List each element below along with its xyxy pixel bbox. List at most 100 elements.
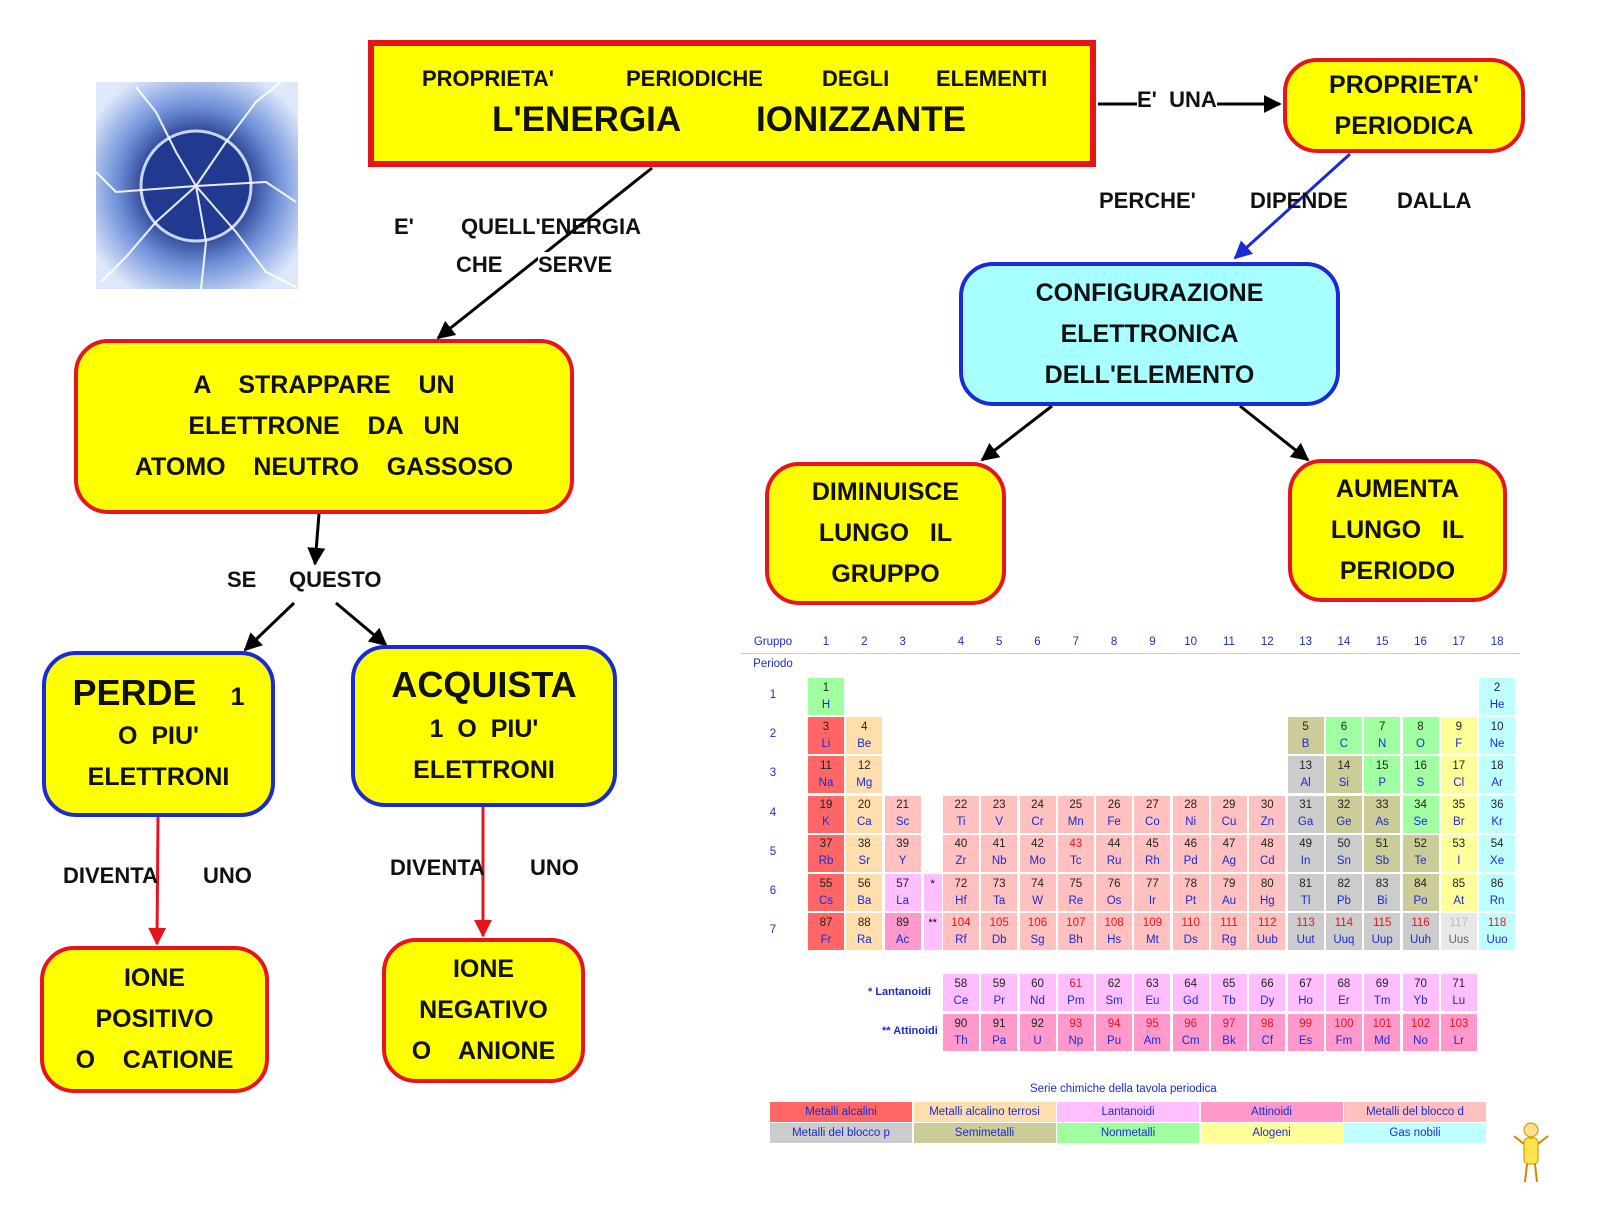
actinoids-label: ** Attinoidi — [882, 1025, 938, 1037]
node-strappare: A STRAPPARE UN ELETTRONE DA UN ATOMO NEU… — [74, 339, 574, 514]
atomic-number: 72 — [954, 877, 968, 890]
element-symbol: K — [822, 816, 830, 829]
period-number: 6 — [769, 885, 777, 897]
atomic-number: 113 — [1296, 916, 1315, 929]
atomic-number: 1 — [822, 681, 830, 694]
link-se: SE — [227, 567, 257, 592]
plasma-ball-image — [96, 82, 298, 289]
element-symbol: Ar — [1491, 776, 1503, 789]
element-symbol: Cs — [818, 894, 834, 907]
legend-item: Metalli del blocco p — [770, 1123, 912, 1143]
atomic-number: 11 — [820, 759, 832, 772]
element-symbol: Pt — [1185, 894, 1197, 907]
element-symbol: Sb — [1375, 855, 1390, 868]
atomic-number: 50 — [1337, 838, 1351, 851]
period-header-label: Periodo — [753, 658, 793, 670]
element-symbol: Pr — [993, 994, 1005, 1007]
atomic-number: 49 — [1299, 838, 1312, 851]
atomic-number: 79 — [1222, 877, 1236, 890]
node-catione: IONE POSITIVO O CATIONE — [40, 946, 269, 1093]
element-symbol: Si — [1338, 776, 1349, 789]
element-symbol: Co — [1145, 816, 1160, 829]
node-line: IONE — [452, 955, 515, 983]
element-symbol: Sm — [1105, 994, 1123, 1007]
element-symbol: Nd — [1030, 994, 1045, 1007]
atomic-number: 76 — [1107, 877, 1121, 890]
element-symbol: Po — [1413, 894, 1428, 907]
perde-count: 1 — [230, 683, 245, 711]
periodic-table: Gruppo Periodo * Lantanoidi ** Attinoidi… — [740, 632, 1530, 1152]
atomic-number: 80 — [1260, 877, 1274, 890]
atomic-number: 54 — [1490, 838, 1504, 851]
atomic-number: 100 — [1334, 1017, 1354, 1030]
element-symbol: C — [1339, 737, 1349, 750]
atomic-number: 88 — [857, 916, 871, 929]
legend-item: Nonmetalli — [1057, 1123, 1199, 1143]
atomic-number: 28 — [1184, 799, 1198, 812]
node-line: LUNGO IL — [818, 519, 953, 547]
node-line: ELETTRONE DA UN — [188, 412, 460, 440]
element-symbol: Tc — [1070, 855, 1082, 868]
element-symbol: Uuh — [1409, 933, 1432, 946]
atomic-number: 70 — [1414, 977, 1427, 990]
element-symbol: H — [821, 698, 831, 711]
atomic-number: 68 — [1337, 977, 1351, 990]
link-questo: QUESTO — [289, 567, 382, 592]
atomic-number: 86 — [1490, 877, 1504, 890]
node-line: 1 O PIU' — [429, 715, 539, 743]
atomic-number: 14 — [1337, 759, 1351, 772]
element-symbol: Hg — [1259, 894, 1275, 907]
atomic-number: 73 — [992, 877, 1006, 890]
element-symbol: Fm — [1335, 1034, 1353, 1047]
atomic-number: 96 — [1184, 1017, 1198, 1030]
atomic-number: 7 — [1378, 720, 1386, 733]
atomic-number: 61 — [1069, 977, 1083, 990]
legend-item: Semimetalli — [913, 1123, 1056, 1143]
element-symbol: Re — [1068, 894, 1084, 907]
element-symbol: O — [1416, 737, 1425, 750]
element-symbol: Be — [857, 737, 872, 750]
element-symbol: Bh — [1068, 933, 1083, 946]
legend-item: Attinoidi — [1200, 1102, 1343, 1122]
element-symbol: Ge — [1336, 816, 1352, 829]
atomic-number: 41 — [992, 838, 1006, 851]
perde-label: PERDE — [72, 672, 197, 713]
atomic-number: 3 — [822, 720, 830, 733]
element-symbol: Rh — [1145, 855, 1160, 868]
element-symbol: Uuq — [1333, 933, 1355, 946]
atomic-number: 55 — [819, 877, 833, 890]
group-number: 2 — [861, 636, 868, 648]
atomic-number: 20 — [857, 799, 871, 812]
atomic-number: 60 — [1031, 977, 1044, 990]
atomic-number: 59 — [992, 977, 1006, 990]
node-aumenta: AUMENTA LUNGO IL PERIODO — [1288, 459, 1507, 602]
group-number: 11 — [1223, 636, 1235, 648]
node-diminuisce: DIMINUISCE LUNGO IL GRUPPO — [765, 462, 1006, 605]
element-symbol: Os — [1106, 894, 1122, 907]
element-symbol: No — [1413, 1034, 1428, 1047]
element-symbol: W — [1032, 894, 1043, 907]
